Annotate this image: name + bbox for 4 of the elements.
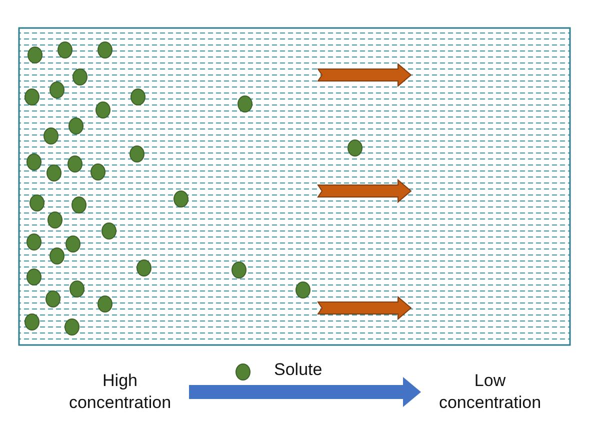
legend-label: Solute <box>274 360 322 380</box>
concentration-label: Low concentration <box>425 370 555 414</box>
arrow <box>189 377 421 407</box>
concentration-label: High concentration <box>55 370 185 414</box>
